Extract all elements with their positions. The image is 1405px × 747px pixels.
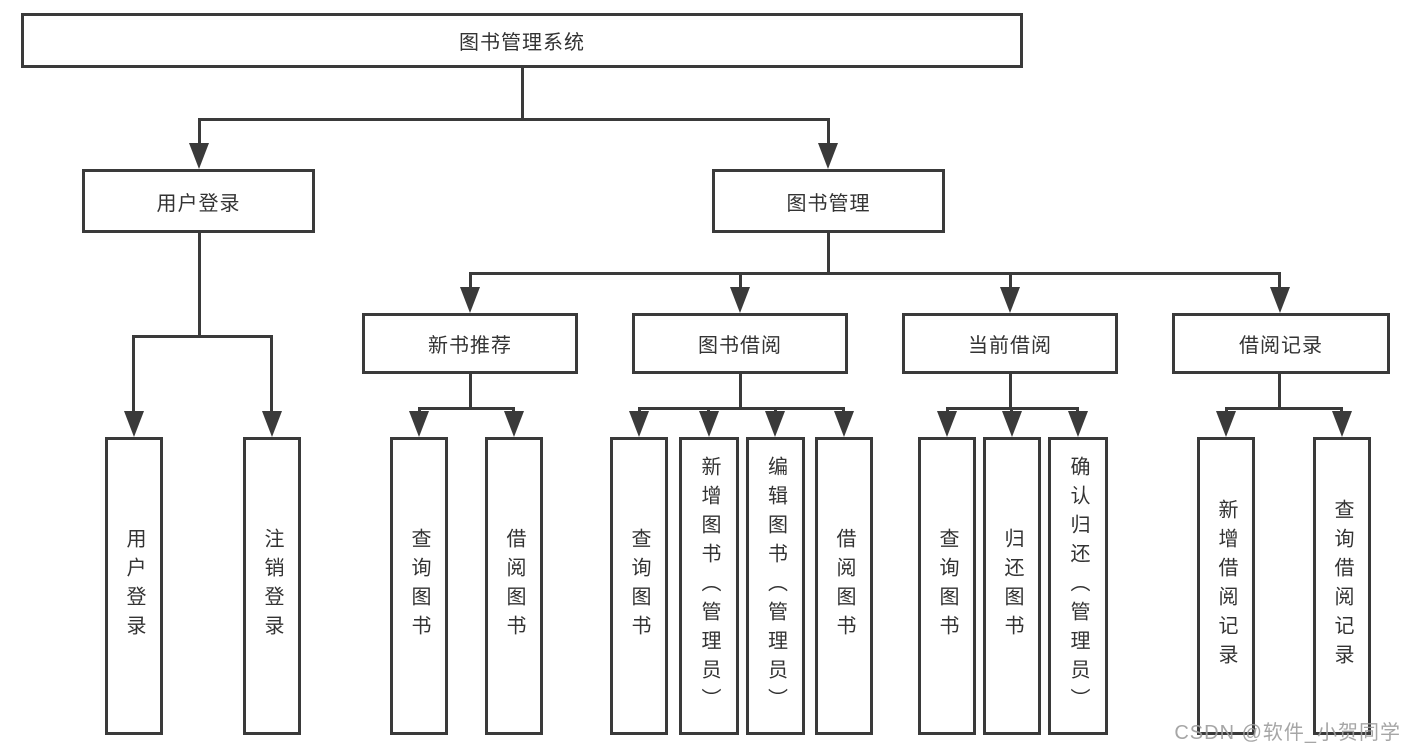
leaf-user-login: 用户登录 — [105, 437, 163, 735]
leaf-nb-borrow-books: 借阅图书 — [485, 437, 543, 735]
leaf-bb-query-books: 查询图书 — [610, 437, 668, 735]
arrowhead-bb-leaf2 — [699, 411, 719, 437]
leaf-br-add-record: 新增借阅记录 — [1197, 437, 1255, 735]
leaf-nb-borrow-books-label: 借阅图书 — [503, 528, 525, 644]
leaf-nb-query-books-label: 查询图书 — [408, 528, 430, 644]
arrowhead-leaf-logout — [262, 411, 282, 437]
arrowhead-user-login — [189, 143, 209, 169]
connector-borrow-records-branch — [1225, 407, 1343, 410]
arrowhead-current-borrow — [1000, 287, 1020, 313]
leaf-br-query-record-label: 查询借阅记录 — [1331, 499, 1353, 673]
node-book-borrow: 图书借阅 — [632, 313, 848, 374]
node-borrow-records-label: 借阅记录 — [1239, 335, 1323, 357]
leaf-bb-add-books-admin-label: 新增图书（管理员） — [698, 455, 720, 717]
leaf-cb-confirm-return-admin: 确认归还（管理员） — [1048, 437, 1108, 735]
leaf-logout-label: 注销登录 — [261, 528, 283, 644]
node-new-book-recommend-label: 新书推荐 — [428, 335, 512, 357]
arrowhead-cb-leaf1 — [937, 411, 957, 437]
leaf-br-query-record: 查询借阅记录 — [1313, 437, 1371, 735]
connector-level3-branch — [469, 272, 1281, 275]
connector-level2-branch — [198, 118, 830, 121]
node-root: 图书管理系统 — [21, 13, 1023, 68]
leaf-cb-query-books-label: 查询图书 — [936, 528, 958, 644]
connector-new-book-trunk — [469, 374, 472, 407]
leaf-bb-edit-books-admin: 编辑图书（管理员） — [746, 437, 805, 735]
connector-drop-user-login — [198, 118, 201, 148]
connector-drop-leaf-logout — [270, 335, 273, 415]
node-new-book-recommend: 新书推荐 — [362, 313, 578, 374]
node-book-management-label: 图书管理 — [786, 192, 871, 215]
connector-root-trunk — [521, 67, 524, 118]
arrowhead-bb-leaf1 — [629, 411, 649, 437]
leaf-bb-borrow-books: 借阅图书 — [815, 437, 873, 735]
connector-drop-new-book — [469, 272, 472, 290]
connector-book-borrow-branch — [638, 407, 845, 410]
leaf-cb-query-books: 查询图书 — [918, 437, 976, 735]
arrowhead-new-book — [460, 287, 480, 313]
arrowhead-borrow-records — [1270, 287, 1290, 313]
connector-drop-borrow-records — [1278, 272, 1281, 290]
connector-new-book-branch — [418, 407, 515, 410]
leaf-cb-return-books: 归还图书 — [983, 437, 1041, 735]
connector-drop-leaf-login — [132, 335, 135, 415]
connector-drop-book-borrow — [739, 272, 742, 290]
node-root-label: 图书管理系统 — [459, 32, 585, 54]
arrowhead-cb-leaf2 — [1002, 411, 1022, 437]
arrowhead-br-leaf1 — [1216, 411, 1236, 437]
node-book-management: 图书管理 — [712, 169, 945, 233]
arrowhead-book-borrow — [730, 287, 750, 313]
leaf-nb-query-books: 查询图书 — [390, 437, 448, 735]
arrowhead-book-management — [818, 143, 838, 169]
arrowhead-leaf-login — [124, 411, 144, 437]
node-book-borrow-label: 图书借阅 — [698, 335, 782, 357]
arrowhead-br-leaf2 — [1332, 411, 1352, 437]
leaf-bb-add-books-admin: 新增图书（管理员） — [679, 437, 739, 735]
leaf-br-add-record-label: 新增借阅记录 — [1215, 499, 1237, 673]
connector-user-login-branch — [132, 335, 273, 338]
arrowhead-nb-leaf1 — [409, 411, 429, 437]
connector-borrow-records-trunk — [1278, 374, 1281, 407]
leaf-bb-edit-books-admin-label: 编辑图书（管理员） — [764, 455, 787, 717]
leaf-logout: 注销登录 — [243, 437, 301, 735]
node-user-login: 用户登录 — [82, 169, 315, 233]
connector-current-borrow-trunk — [1009, 374, 1012, 407]
arrowhead-nb-leaf2 — [504, 411, 524, 437]
node-current-borrow-label: 当前借阅 — [968, 335, 1052, 357]
connector-drop-current-borrow — [1009, 272, 1012, 290]
connector-book-borrow-trunk — [739, 374, 742, 407]
connector-book-management-trunk — [827, 233, 830, 272]
node-user-login-label: 用户登录 — [156, 192, 241, 215]
arrowhead-bb-leaf4 — [834, 411, 854, 437]
leaf-bb-query-books-label: 查询图书 — [628, 528, 650, 644]
watermark: CSDN @软件_小贺同学 — [1174, 722, 1401, 744]
leaf-user-login-label: 用户登录 — [123, 528, 145, 644]
arrowhead-bb-leaf3 — [765, 411, 785, 437]
arrowhead-cb-leaf3 — [1068, 411, 1088, 437]
leaf-cb-confirm-return-admin-label: 确认归还（管理员） — [1067, 455, 1089, 717]
connector-user-login-trunk — [198, 233, 201, 335]
node-current-borrow: 当前借阅 — [902, 313, 1118, 374]
leaf-bb-borrow-books-label: 借阅图书 — [833, 528, 855, 644]
connector-drop-book-management — [827, 118, 830, 148]
leaf-cb-return-books-label: 归还图书 — [1001, 528, 1023, 644]
node-borrow-records: 借阅记录 — [1172, 313, 1390, 374]
